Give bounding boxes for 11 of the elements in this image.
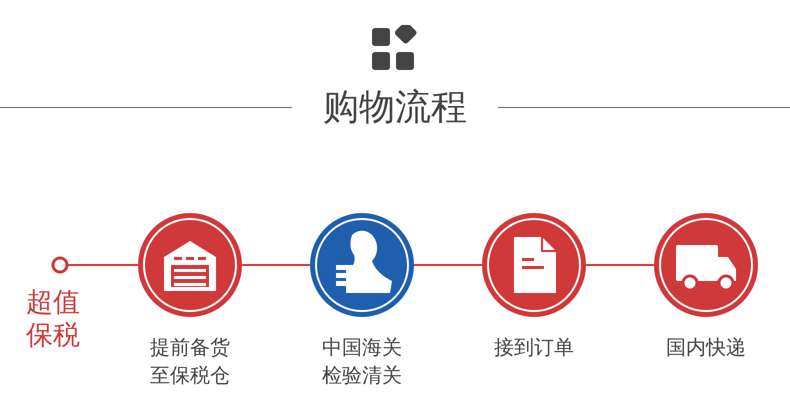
connector-line xyxy=(68,264,138,266)
step-label: 提前备货至保税仓 xyxy=(150,334,230,389)
connector-line xyxy=(414,264,482,266)
connector-line xyxy=(586,264,654,266)
side-label: 超值保税 xyxy=(26,286,81,352)
step-label: 国内快递 xyxy=(666,334,746,361)
connector-line xyxy=(242,264,310,266)
title: 购物流程 xyxy=(322,86,468,130)
step-label: 接到订单 xyxy=(494,334,574,361)
start-ring xyxy=(51,256,69,274)
step-label: 中国海关检验清关 xyxy=(322,334,402,389)
